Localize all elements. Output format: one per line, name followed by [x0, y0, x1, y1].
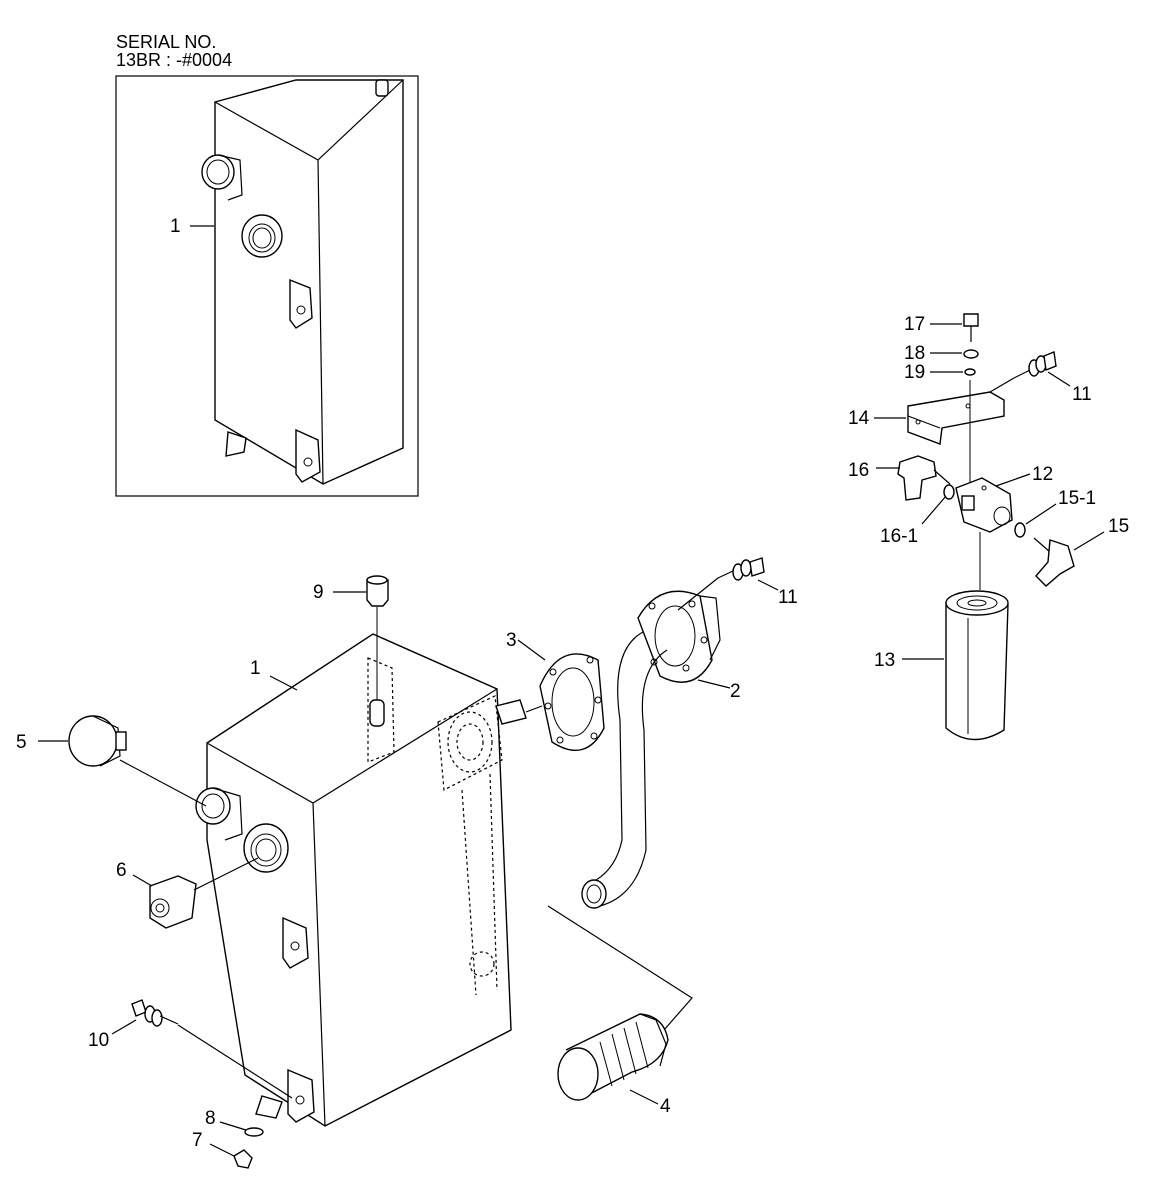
cap-port — [195, 787, 231, 825]
bracket-14 — [907, 380, 1005, 486]
bolt-10 — [131, 999, 293, 1099]
callout-4: 4 — [660, 1096, 671, 1117]
callout-16-1: 16-1 — [880, 526, 918, 547]
cap-5 — [68, 715, 207, 807]
callout-19: 19 — [904, 362, 925, 383]
washer-19 — [964, 368, 976, 376]
strainer-4 — [547, 905, 693, 1101]
gasket-3 — [525, 653, 605, 751]
callout-18: 18 — [904, 343, 925, 364]
o-ring-8 — [244, 1127, 264, 1137]
serial-label: SERIAL NO. — [116, 32, 216, 52]
threaded-port — [243, 823, 289, 873]
inset-frame — [115, 75, 419, 497]
callout-11-right: 11 — [1072, 384, 1092, 405]
callout-5: 5 — [16, 732, 27, 753]
washer-18 — [963, 349, 979, 359]
callout-11-left: 11 — [778, 587, 798, 608]
callout-9: 9 — [313, 582, 324, 603]
hydraulic-tank — [195, 633, 527, 1127]
callout-12: 12 — [1032, 464, 1053, 485]
bolt-11-right — [989, 351, 1057, 393]
callout-3: 3 — [506, 630, 517, 651]
callout-7: 7 — [192, 1130, 203, 1151]
flange-pipe-2 — [581, 590, 721, 909]
callout-6: 6 — [116, 860, 127, 881]
breather-9 — [366, 575, 389, 700]
filter-head-12 — [955, 477, 1013, 590]
bolt-11-left — [677, 557, 765, 611]
serial-range: 13BR : -#0004 — [116, 50, 232, 70]
callout-1: 1 — [250, 658, 261, 679]
bolt-17 — [963, 313, 979, 342]
plug-6 — [149, 857, 259, 929]
callout-10: 10 — [88, 1030, 109, 1051]
callout-13: 13 — [874, 650, 895, 671]
callout-16: 16 — [848, 460, 869, 481]
callout-15: 15 — [1108, 516, 1129, 537]
callout-2: 2 — [730, 681, 741, 702]
plug-7 — [233, 1149, 253, 1169]
o-ring-15-1 — [1014, 522, 1026, 538]
breather-socket — [367, 657, 395, 763]
callout-14: 14 — [848, 408, 870, 429]
inset-tank-drawing — [201, 79, 404, 485]
elbow-16 — [897, 455, 951, 501]
callout-8: 8 — [205, 1108, 216, 1129]
callout-17: 17 — [904, 314, 925, 335]
filter-element-13 — [945, 590, 1009, 741]
o-ring-16-1 — [943, 484, 955, 500]
elbow-15 — [1033, 537, 1075, 587]
callout-1-inset: 1 — [170, 216, 181, 237]
callout-15-1: 15-1 — [1058, 488, 1096, 509]
inset-box: 1 — [115, 75, 419, 497]
